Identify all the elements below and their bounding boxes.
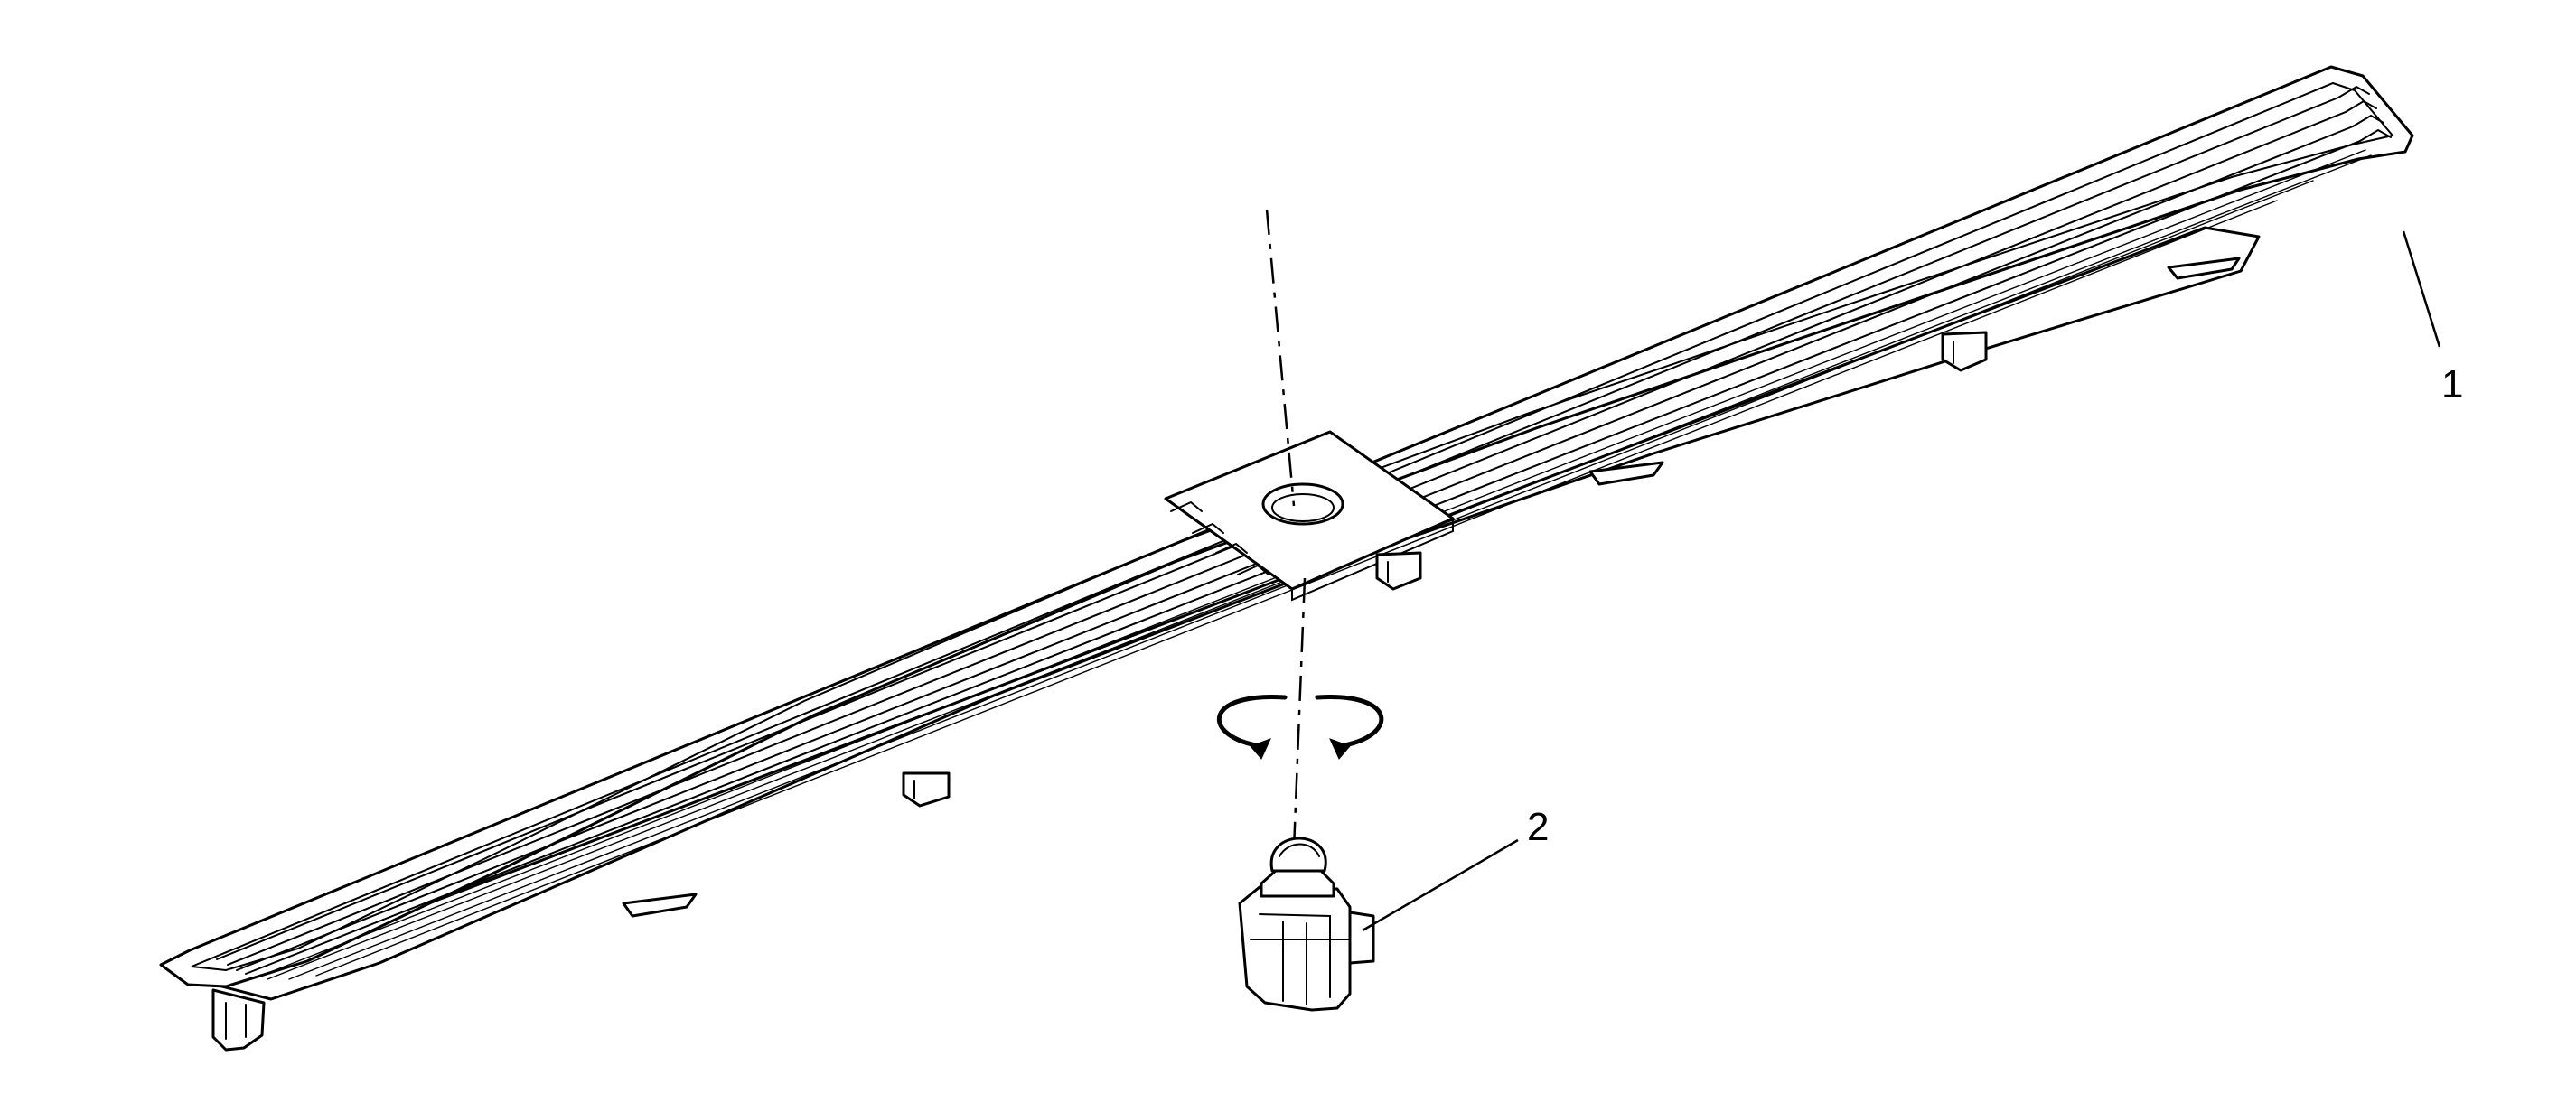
bulb-socket bbox=[1238, 837, 1375, 1012]
grille-vane-ends-right bbox=[2337, 85, 2392, 142]
socket-body bbox=[1238, 885, 1352, 1012]
socket-tab bbox=[1348, 911, 1375, 965]
socket-collar bbox=[1260, 867, 1335, 898]
bulb-dome bbox=[1269, 837, 1327, 873]
centerline-upper bbox=[1265, 209, 1296, 507]
twist-arrows-icon bbox=[1216, 695, 1384, 760]
vent-grille bbox=[159, 65, 2414, 1052]
callout-2: 2 bbox=[1362, 805, 1549, 932]
callout-1-number: 1 bbox=[2441, 362, 2463, 407]
centerline-lower bbox=[1292, 577, 1307, 850]
socket-mount-hole bbox=[1261, 482, 1344, 526]
grille-center-plate-edge bbox=[1291, 518, 1454, 602]
socket-mount-hole-inner bbox=[1271, 493, 1335, 522]
callout-2-leader bbox=[1362, 838, 1519, 932]
grille-vane-ends-left bbox=[1170, 500, 1269, 575]
grille-mounting-clips bbox=[211, 257, 2241, 1052]
callout-1: 1 bbox=[2402, 230, 2463, 407]
callout-2-number: 2 bbox=[1527, 805, 1549, 849]
callout-1-leader bbox=[2402, 230, 2441, 348]
